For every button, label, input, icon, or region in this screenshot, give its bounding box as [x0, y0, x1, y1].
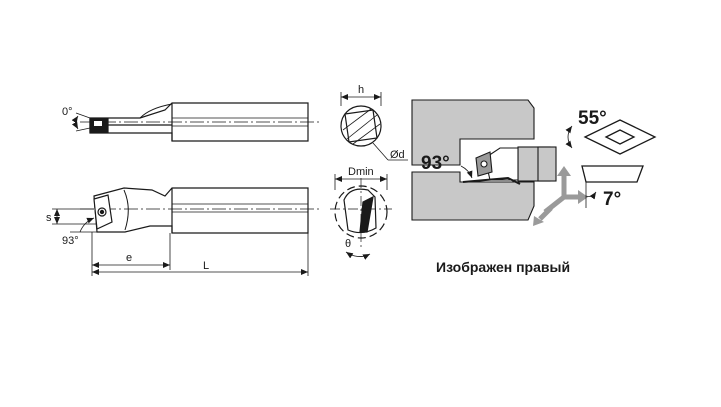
- dimension-dmin: [334, 174, 388, 190]
- clearance-angle-lines: [585, 182, 597, 208]
- dimension-dmin-label: Dmin: [348, 166, 374, 178]
- dimension-h-label: h: [358, 84, 364, 96]
- dimension-d: [372, 142, 408, 161]
- insert-angle-arc: [565, 125, 573, 149]
- height-s-annotation: [52, 208, 97, 225]
- clearance-angle-large-label: 7°: [603, 189, 621, 210]
- dimension-L-label: L: [203, 260, 209, 272]
- clearance-angle-top-annotation: [71, 112, 91, 132]
- angle-theta: [345, 251, 371, 260]
- boring-bar-in-bore: [462, 146, 557, 185]
- cross-section-shank: [340, 105, 382, 147]
- approach-angle-annotation: [70, 217, 97, 233]
- workpiece-section: [411, 99, 535, 221]
- dimension-e-label: e: [126, 252, 132, 264]
- clearance-angle-label: 0°: [62, 106, 73, 118]
- height-s-label: s: [46, 212, 52, 224]
- feed-arrow-heads: [533, 166, 588, 226]
- angle-theta-label: θ: [345, 238, 351, 250]
- dimension-h: [340, 92, 382, 106]
- insert-angle-label: 55°: [578, 108, 607, 129]
- dimension-d-label: Ød: [390, 149, 405, 161]
- approach-angle-label: 93°: [62, 235, 79, 247]
- tool-side-view: [80, 187, 322, 234]
- approach-angle-large-arrow: [460, 165, 473, 179]
- feed-direction-arrows: [538, 175, 580, 221]
- tool-top-view: [80, 102, 322, 142]
- approach-angle-large-label: 93°: [421, 153, 450, 174]
- insert-top-view: [583, 119, 657, 155]
- caption-right-hand: Изображен правый: [436, 259, 571, 275]
- insert-side-view: [581, 165, 644, 183]
- dimension-lines: [91, 232, 309, 276]
- min-bore-view: [330, 178, 392, 248]
